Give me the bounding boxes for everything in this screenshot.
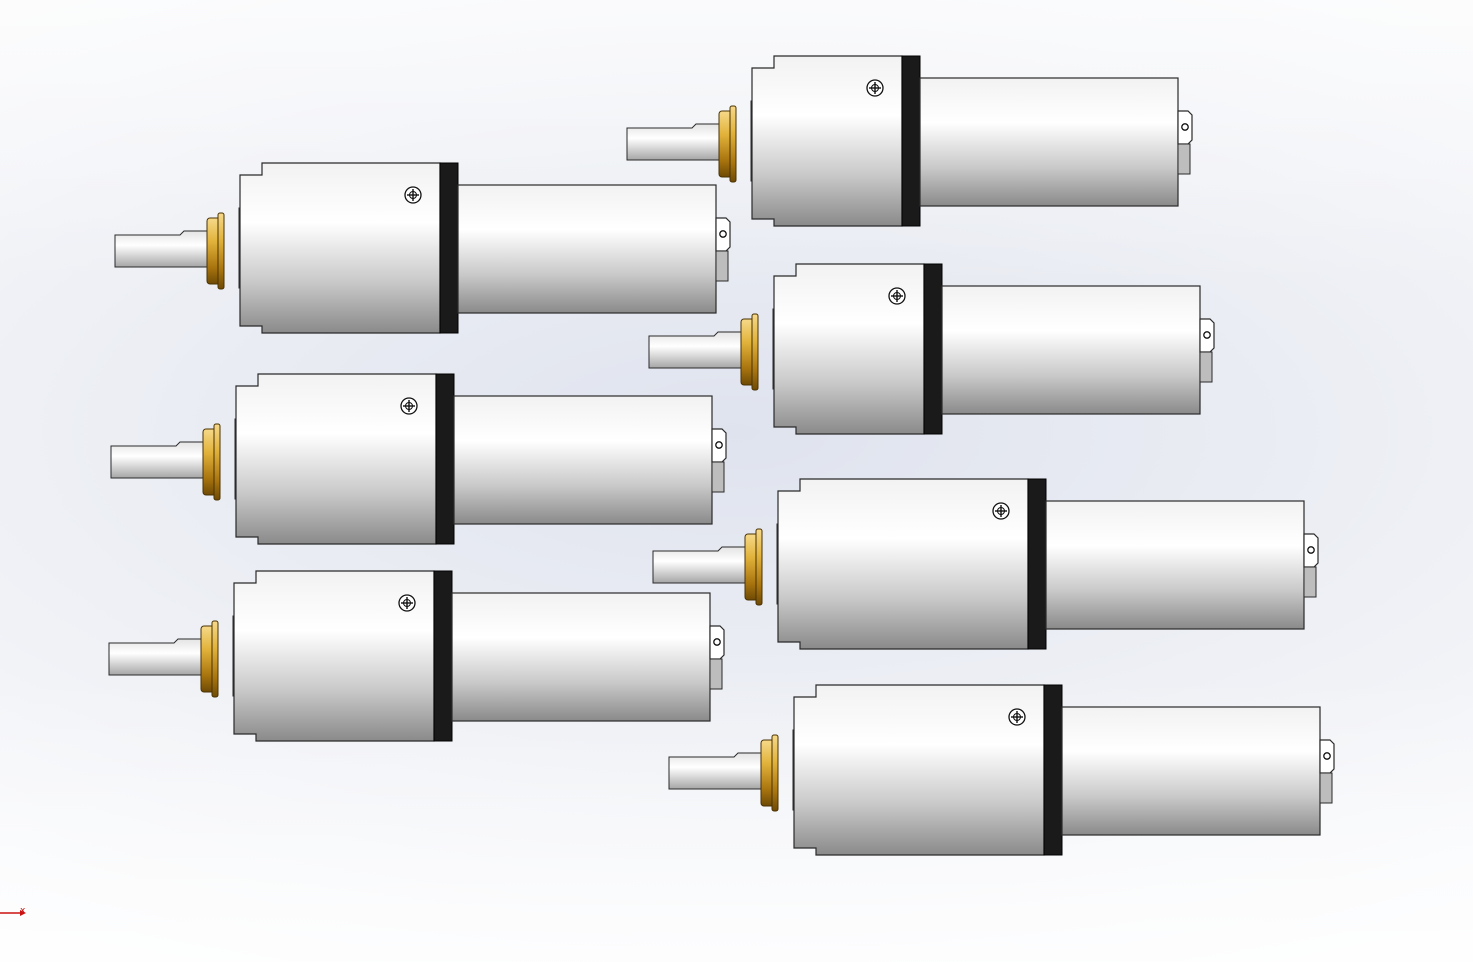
- motor-can: [941, 285, 1201, 415]
- output-shaft: [626, 123, 723, 161]
- motor-can: [1061, 706, 1321, 836]
- output-shaft: [648, 331, 745, 369]
- retaining-ring: [439, 162, 459, 334]
- rear-cap: [1319, 772, 1333, 804]
- terminal-hole: [715, 441, 723, 449]
- retaining-ring: [901, 55, 921, 227]
- gear-motor-1[interactable]: [114, 162, 731, 334]
- cross-recess-screw-icon: [992, 502, 1010, 520]
- cross-recess-screw-icon: [1008, 708, 1026, 726]
- gearbox-housing: [793, 684, 1045, 856]
- motor-can: [451, 592, 711, 722]
- rear-cap: [1177, 143, 1191, 175]
- cross-recess-screw-icon: [398, 594, 416, 612]
- gear-motor-2[interactable]: [626, 55, 1193, 227]
- terminal-hole: [713, 638, 721, 646]
- motor-can: [919, 77, 1179, 207]
- gear-motor-4[interactable]: [110, 373, 727, 545]
- cross-recess-screw-icon: [866, 79, 884, 97]
- rear-cap: [711, 461, 725, 493]
- output-shaft: [108, 638, 205, 676]
- motor-can: [453, 395, 713, 525]
- brass-bearing-flange: [771, 734, 779, 812]
- brass-bearing-flange: [729, 105, 737, 183]
- cross-recess-screw-icon: [888, 287, 906, 305]
- brass-bearing-flange: [217, 212, 225, 290]
- rear-cap: [709, 658, 723, 690]
- terminal-hole: [719, 230, 727, 238]
- motor-can: [457, 184, 717, 314]
- output-shaft: [114, 230, 211, 268]
- motor-can: [1045, 500, 1305, 630]
- gear-motor-5[interactable]: [652, 478, 1319, 650]
- brass-bearing-flange: [751, 313, 759, 391]
- gear-motor-7[interactable]: [668, 684, 1335, 856]
- brass-bearing-flange: [211, 620, 219, 698]
- cross-recess-screw-icon: [404, 186, 422, 204]
- retaining-ring: [435, 373, 455, 545]
- terminal-hole: [1203, 331, 1211, 339]
- output-shaft: [668, 752, 765, 790]
- rear-cap: [715, 250, 729, 282]
- brass-bearing-flange: [755, 528, 763, 606]
- axis-triad-label: x: [20, 906, 26, 916]
- retaining-ring: [923, 263, 943, 435]
- retaining-ring: [1043, 684, 1063, 856]
- cross-recess-screw-icon: [400, 397, 418, 415]
- brass-bearing-flange: [213, 423, 221, 501]
- gear-motor-3[interactable]: [648, 263, 1215, 435]
- rear-cap: [1303, 566, 1317, 598]
- terminal-hole: [1323, 752, 1331, 760]
- output-shaft: [652, 546, 749, 584]
- axis-triad-icon: [0, 910, 26, 916]
- output-shaft: [110, 441, 207, 479]
- gearbox-housing: [777, 478, 1029, 650]
- retaining-ring: [433, 570, 453, 742]
- terminal-hole: [1307, 546, 1315, 554]
- rear-cap: [1199, 351, 1213, 383]
- terminal-hole: [1181, 123, 1189, 131]
- retaining-ring: [1027, 478, 1047, 650]
- gear-motor-6[interactable]: [108, 570, 725, 742]
